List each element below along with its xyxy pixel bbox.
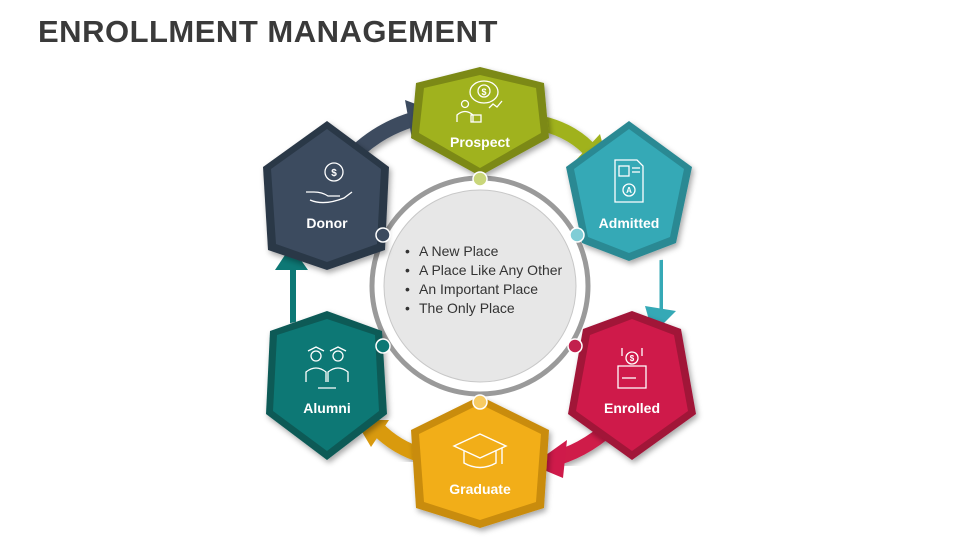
stage-alumni: Alumni	[266, 311, 391, 460]
bullet-item: An Important Place	[404, 280, 564, 299]
stage-donor: Donor	[263, 121, 391, 270]
prospect-money-idea-icon	[456, 80, 503, 123]
slide-title: ENROLLMENT MANAGEMENT	[38, 14, 498, 49]
dollar-sign-icon: $	[331, 168, 337, 179]
stage-label-prospect: Prospect	[450, 134, 510, 150]
bullet-item: The Only Place	[404, 299, 564, 318]
tuition-payment-icon	[617, 348, 647, 389]
center-bullet-list: A New Place A Place Like Any Other An Im…	[404, 242, 564, 318]
stage-prospect: Prospect	[411, 67, 549, 187]
bullet-item: A New Place	[404, 242, 564, 261]
stage-graduate: Graduate	[411, 394, 549, 528]
admission-certificate-icon	[614, 159, 644, 203]
arrow-alumni-to-donor	[275, 246, 308, 324]
donation-hand-icon	[306, 162, 353, 204]
grade-a-icon: A	[626, 186, 632, 195]
bullet-item: A Place Like Any Other	[404, 261, 564, 280]
stage-admitted: Admitted	[566, 121, 692, 261]
alumni-group-icon	[305, 346, 349, 389]
stage-enrolled: Enrolled	[567, 311, 696, 460]
dollar-sign-icon: $	[630, 354, 635, 363]
stage-label-graduate: Graduate	[449, 481, 511, 497]
stage-label-admitted: Admitted	[599, 215, 660, 231]
stage-label-alumni: Alumni	[303, 400, 350, 416]
dollar-sign-icon: $	[481, 87, 486, 97]
graduation-cap-icon	[452, 433, 508, 469]
stage-label-donor: Donor	[306, 215, 348, 231]
stage-label-enrolled: Enrolled	[604, 400, 660, 416]
